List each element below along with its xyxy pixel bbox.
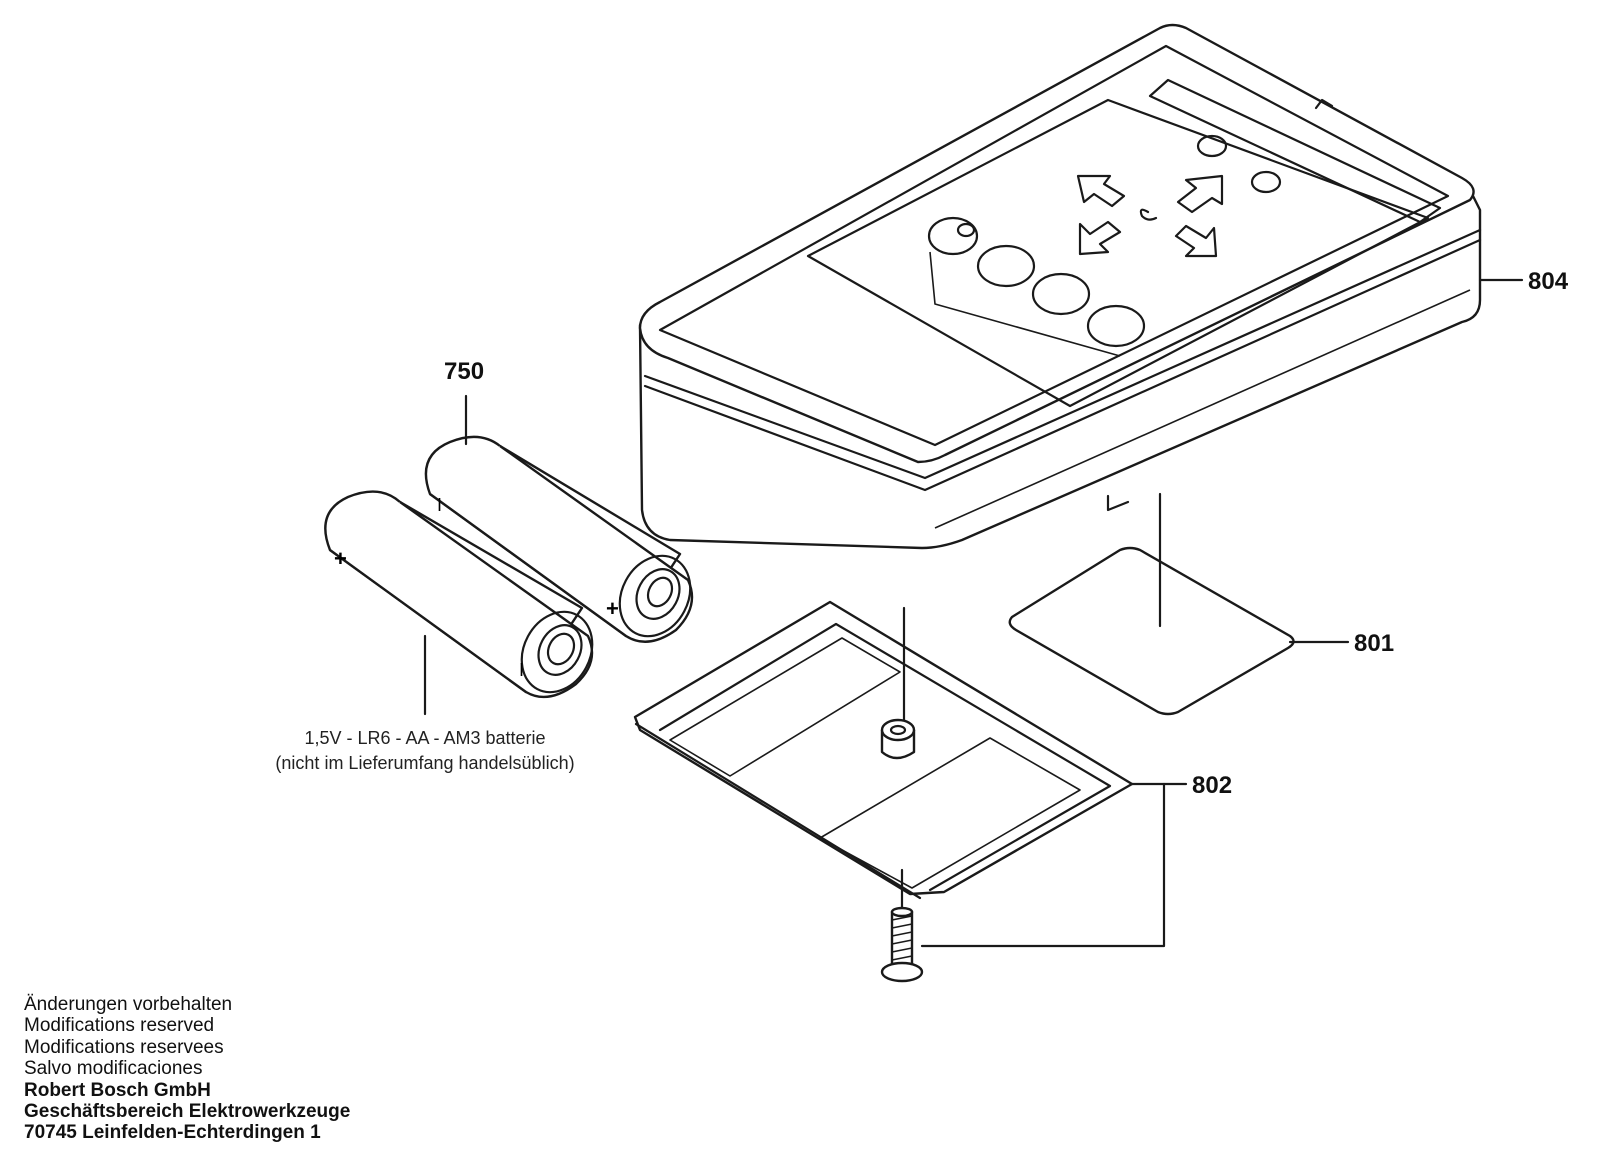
label-plate: [1008, 546, 1295, 716]
footer-line: Modifications reservees: [24, 1036, 224, 1058]
footer-notice: Änderungen vorbehalten Modifications res…: [24, 994, 350, 1144]
battery-plus-mark: +: [606, 596, 619, 621]
footer-line: Änderungen vorbehalten: [24, 994, 233, 1015]
part-label-802: 802: [1192, 772, 1233, 799]
leader-lines: [423, 278, 1524, 948]
battery-spec-note: 1,5V - LR6 - AA - AM3 batterie (nicht im…: [240, 726, 610, 776]
keypad-buttons: [927, 134, 1282, 348]
battery-spec-line: 1,5V - LR6 - AA - AM3 batterie: [304, 728, 546, 748]
remote-control-housing: [638, 23, 1482, 550]
battery-minus-mark: I: [437, 495, 442, 515]
part-label-804: 804: [1528, 268, 1569, 295]
cover-screw: [880, 906, 924, 983]
part-label-750: 750: [444, 358, 485, 385]
company-name: Robert Bosch GmbH: [24, 1079, 211, 1101]
battery-plus-mark: +: [334, 546, 347, 571]
company-division: Geschäftsbereich Elektrowerkzeuge: [24, 1101, 351, 1123]
footer-line: Salvo modificaciones: [24, 1058, 203, 1080]
battery-minus-mark: I: [519, 660, 524, 680]
battery-supply-note: (nicht im Lieferumfang handelsüblich): [275, 753, 575, 773]
footer-line: Modifications reserved: [24, 1015, 215, 1037]
company-address: 70745 Leinfelden-Echterdingen 1: [24, 1122, 321, 1144]
battery-back: [424, 435, 694, 643]
battery-front: [324, 490, 594, 699]
battery-cover: [633, 600, 1134, 900]
part-label-801: 801: [1354, 630, 1395, 657]
